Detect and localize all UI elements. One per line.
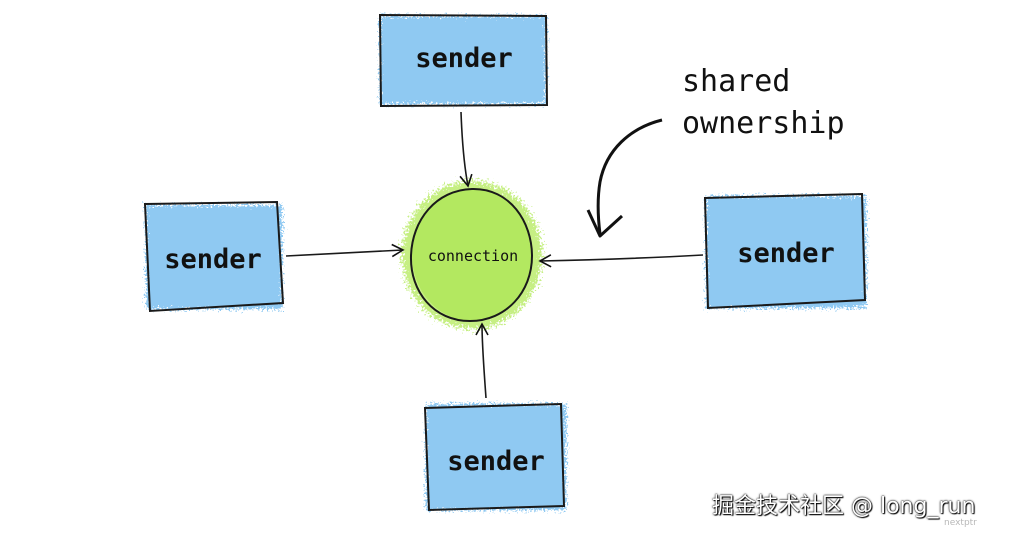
annotation-line2: ownership	[682, 106, 845, 141]
watermark: 掘金技术社区 @ long_run	[712, 494, 976, 519]
sender-box-left: sender	[143, 200, 285, 313]
sender-box-right: sender	[703, 192, 867, 310]
sender-label: sender	[737, 238, 835, 269]
annotation-line1: shared	[682, 64, 790, 99]
watermark-small: nextptr	[944, 518, 977, 528]
arrow-left-to-connection	[285, 243, 405, 258]
sender-label: sender	[164, 244, 262, 275]
connection-node: connection	[402, 181, 542, 329]
connection-label: connection	[428, 247, 518, 265]
arrow-right-to-connection	[538, 254, 704, 268]
sender-box-bottom: sender	[423, 402, 566, 512]
arrow-bottom-to-connection	[475, 322, 489, 399]
sender-box-top: sender	[378, 13, 549, 108]
arrow-top-to-connection	[459, 111, 473, 188]
annotation-arrow	[596, 118, 663, 235]
sender-label: sender	[415, 43, 513, 74]
shared-ownership-annotation: shared ownership	[586, 64, 845, 238]
sender-label: sender	[447, 446, 545, 477]
